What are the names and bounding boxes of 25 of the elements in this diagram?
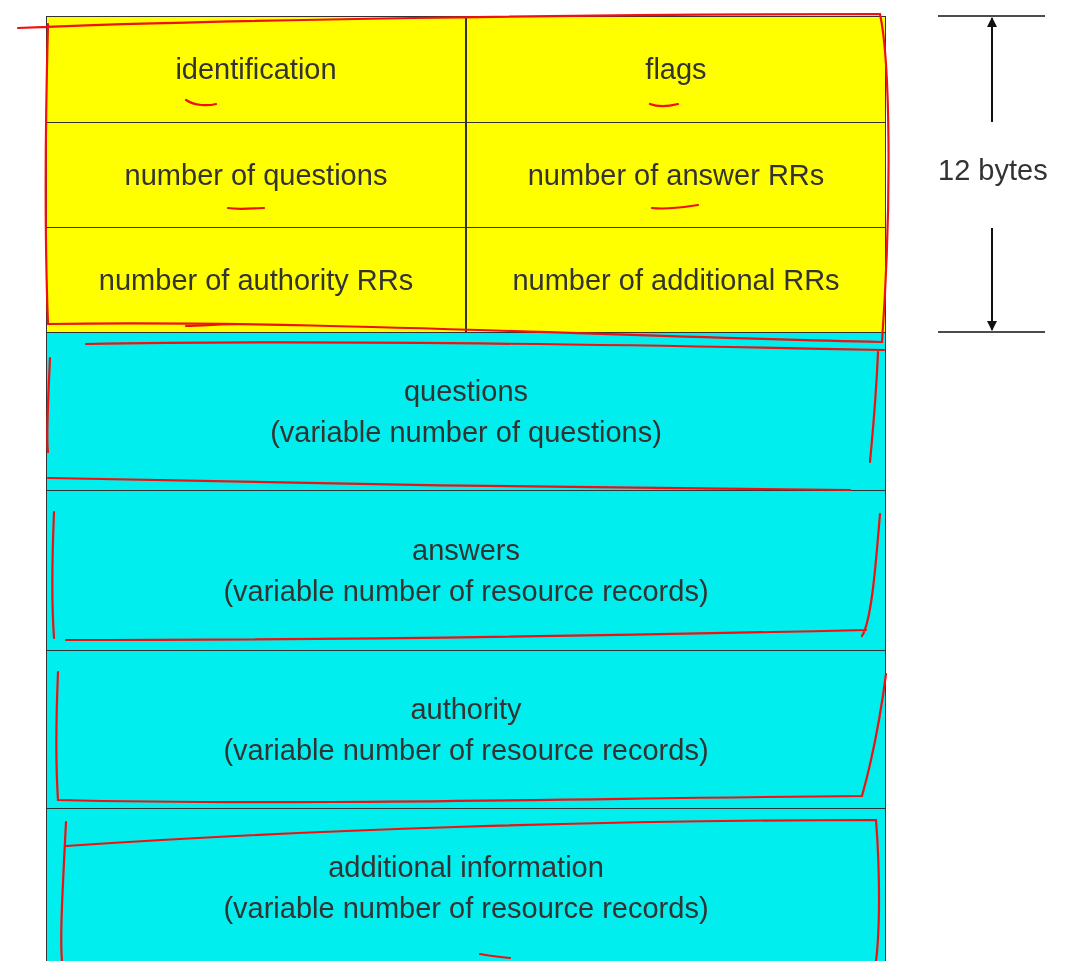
field-box [46,650,886,809]
field-box [46,122,466,229]
field-name: flags [645,52,707,87]
field-description: (variable number of resource records) [223,891,709,926]
field-name: authority [410,691,522,727]
field-name: number of additional RRs [512,262,840,298]
field-name: answers [412,532,520,568]
field-name: identification [175,52,337,87]
field-box [46,227,466,333]
field-box [466,122,886,229]
field-name: number of authority RRs [98,262,414,298]
field-description: (variable number of resource records) [223,573,709,609]
field-box [46,332,886,491]
field-name: number of answer RRs [527,158,825,193]
field-box [46,808,886,961]
field-box [466,227,886,333]
field-box [466,16,886,123]
field-box [46,490,886,651]
field-name: questions [403,373,529,409]
size-label: 12 bytes [938,154,1048,187]
field-name: number of questions [124,158,388,193]
field-description: (variable number of resource records) [223,732,709,768]
field-name: additional information [328,850,604,885]
field-description: (variable number of questions) [270,414,662,450]
field-box [46,16,466,123]
